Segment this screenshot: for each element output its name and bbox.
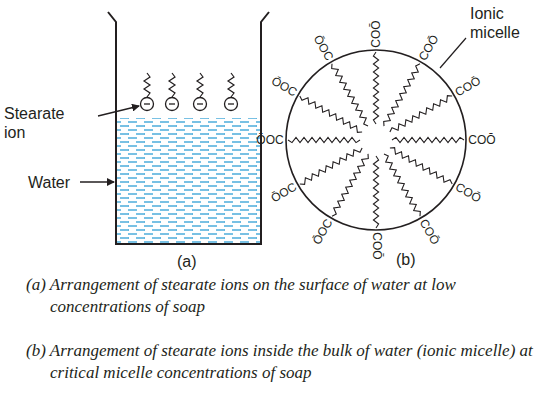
stearate-ions xyxy=(141,73,238,111)
micelle-tails xyxy=(288,52,464,228)
caption: (b) Arrangement of stearate ions inside … xyxy=(26,340,539,384)
pointer-arrow xyxy=(80,181,114,182)
part-label: Ionic micelle xyxy=(470,4,534,42)
carboxylate-group: ŌOC xyxy=(256,134,283,147)
hydrocarbon-tail xyxy=(197,73,203,97)
carboxylate-group: COŌ xyxy=(417,33,442,63)
minus-sign xyxy=(169,103,175,104)
carboxylate-group: COŌ xyxy=(453,75,483,100)
hydrocarbon-tail xyxy=(169,73,175,97)
part-label: Stearate ion xyxy=(4,104,76,142)
carboxylate-group: ŌOC xyxy=(311,217,336,247)
carboxylate-group: ŌOC xyxy=(311,33,336,63)
beaker xyxy=(108,12,269,244)
ionic-head xyxy=(194,98,207,111)
leader-line xyxy=(440,38,466,68)
ionic-head xyxy=(141,98,154,111)
carboxylate-group: COŌ xyxy=(370,232,383,259)
carboxylate-group: COŌ xyxy=(453,181,483,206)
hydrocarbon-tail xyxy=(373,52,378,124)
ionic-head xyxy=(225,98,238,111)
hydrocarbon-tail xyxy=(300,148,362,184)
micelle-circle xyxy=(286,50,466,230)
minus-sign xyxy=(197,103,203,104)
carboxylate-group: ŌOC xyxy=(269,181,299,206)
hydrocarbon-tail xyxy=(373,156,378,228)
hydrocarbon-tail xyxy=(392,137,464,142)
figure-letter: (b) xyxy=(396,250,416,269)
carboxylate-group: COŌ xyxy=(417,217,442,247)
part-label: Water xyxy=(28,173,70,192)
caption: (a) Arrangement of stearate ions on the … xyxy=(26,274,539,318)
hydrocarbon-tail xyxy=(144,73,150,97)
carboxylate-group: ŌOC xyxy=(269,75,299,100)
carboxylate-group: COŌ xyxy=(370,20,383,47)
pointer-arrow xyxy=(98,106,139,116)
figure-letter: (a) xyxy=(177,252,197,271)
hydrocarbon-tail xyxy=(288,137,360,142)
hydrocarbon-tail xyxy=(384,154,420,216)
hydrocarbon-tail xyxy=(332,64,368,126)
minus-sign xyxy=(144,103,150,104)
hydrocarbon-tail xyxy=(228,73,234,97)
ionic-head xyxy=(166,98,179,111)
minus-sign xyxy=(228,103,234,104)
carboxylate-group: COŌ xyxy=(468,134,495,147)
hydrocarbon-tail xyxy=(390,96,452,132)
water-body xyxy=(117,118,260,243)
